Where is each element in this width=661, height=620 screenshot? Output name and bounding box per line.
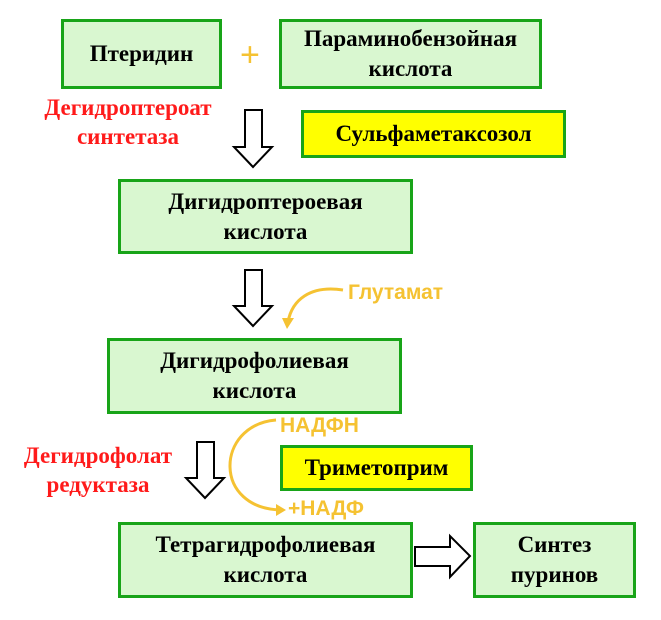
nadph-curve-arrow	[228, 418, 284, 512]
tetrahydrofolic-acid-box: Тетрагидрофолиевая кислота	[118, 522, 413, 598]
dhfr-enzyme-label: Дегидрофолат редуктаза	[23, 443, 173, 497]
nadp-arrowhead	[276, 504, 286, 516]
glutamate-arrowhead	[282, 318, 294, 329]
glutamate-curve-arrow	[286, 287, 344, 323]
glutamate-label: Глутамат	[348, 281, 444, 304]
sulfamethoxazole-box: Сульфаметаксозол	[301, 110, 566, 158]
down-arrow-3	[183, 441, 227, 500]
nadp-label: +НАДФ	[288, 497, 364, 520]
purine-synthesis-box: Синтез пуринов	[473, 522, 636, 598]
dhps-enzyme-label: Дегидроптероат синтетаза	[44, 95, 212, 149]
plus-sign: +	[240, 36, 260, 74]
nadph-label: НАДФН	[280, 414, 359, 437]
trimethoprim-box: Триметоприм	[280, 445, 473, 491]
dihydropteroic-acid-box: Дигидроптероевая кислота	[118, 179, 413, 254]
paba-box: Параминобензойная кислота	[279, 19, 542, 89]
right-arrow	[414, 533, 472, 580]
down-arrow-2	[231, 269, 275, 328]
dihydrofolic-acid-box: Дигидрофолиевая кислота	[107, 338, 402, 414]
down-arrow-1	[231, 109, 275, 169]
pteridine-box: Птеридин	[61, 19, 222, 89]
